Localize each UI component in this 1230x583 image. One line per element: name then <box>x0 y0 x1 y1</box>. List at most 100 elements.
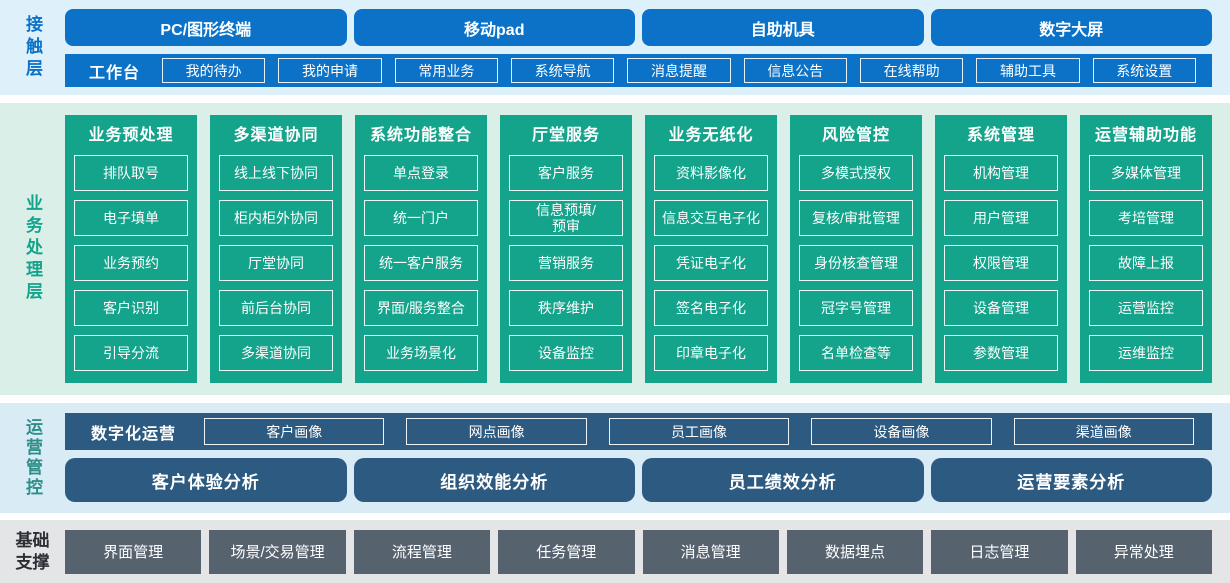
workbench-item: 信息公告 <box>743 58 847 83</box>
foundation-item: 异常处理 <box>1075 529 1212 574</box>
business-item: 营销服务 <box>509 245 623 282</box>
business-column-items: 多模式授权 复核/审批管理 身份核查管理 冠字号管理 名单检查等 <box>799 155 913 371</box>
business-item: 客户识别 <box>74 290 188 326</box>
analysis-box: 组织效能分析 <box>353 458 635 502</box>
business-column: 业务预处理 排队取号 电子填单 业务预约 客户识别 <box>65 115 197 383</box>
business-item: 前后台协同 <box>219 290 333 326</box>
workbench-bar: 工作台 我的待办 我的申请 常用业务 系统导航 消息提醒 信息公告 <box>65 54 1212 87</box>
contact-layer-gutter: 接触层 <box>0 0 65 95</box>
channel-row: PC/图形终端 移动pad 自助机具 数字大屏 <box>65 9 1212 46</box>
foundation-support-layer: 基础支撑 界面管理 场景/交易管理 流程管理 任务管理 消息管理 数据埋点 日志… <box>0 520 1230 583</box>
workbench-items: 我的待办 我的申请 常用业务 系统导航 消息提醒 信息公告 在线帮助 辅助工具 <box>162 58 1196 83</box>
foundation-layer-label: 基础支撑 <box>15 531 50 572</box>
business-column-title: 风险管控 <box>821 127 890 144</box>
portrait-item: 渠道画像 <box>1013 418 1194 445</box>
business-column-items: 线上线下协同 柜内柜外协同 厅堂协同 前后台协同 多渠道协同 <box>219 155 333 371</box>
business-item: 考培管理 <box>1089 200 1203 236</box>
digital-operation-bar: 数字化运营 客户画像 网点画像 员工画像 设备画像 渠道画像 <box>65 413 1212 450</box>
business-item: 身份核查管理 <box>799 245 913 281</box>
business-column-items: 资料影像化 信息交互电子化 凭证电子化 签名电子化 印章电子化 <box>654 155 768 371</box>
portrait-item: 网点画像 <box>406 418 587 445</box>
business-item: 印章电子化 <box>654 335 768 371</box>
workbench-item: 系统设置 <box>1092 58 1196 83</box>
workbench-item: 我的待办 <box>162 58 266 83</box>
business-item: 多媒体管理 <box>1089 155 1203 191</box>
business-item: 业务预约 <box>74 245 188 281</box>
workbench-item: 辅助工具 <box>976 58 1080 83</box>
business-item: 复核/审批管理 <box>799 200 913 236</box>
business-item: 冠字号管理 <box>799 290 913 326</box>
operation-layer-label: 运营管控 <box>23 418 42 498</box>
business-column: 多渠道协同 线上线下协同 柜内柜外协同 厅堂协同 前后台协同 <box>210 115 342 383</box>
portrait-item: 设备画像 <box>811 418 992 445</box>
workbench-label: 工作台 <box>89 64 141 82</box>
contact-layer-content: PC/图形终端 移动pad 自助机具 数字大屏 工作台 我的待办 我的申请 <box>65 0 1230 95</box>
business-item: 权限管理 <box>944 245 1058 281</box>
business-item: 统一门户 <box>364 200 478 236</box>
business-item: 签名电子化 <box>654 290 768 326</box>
business-processing-layer: 业务处理层 业务预处理 排队取号 电子填单 业务预 <box>0 103 1230 395</box>
business-item: 多渠道协同 <box>219 335 333 371</box>
business-column: 运营辅助功能 多媒体管理 考培管理 故障上报 运营监控 <box>1080 115 1212 383</box>
business-layer-gutter: 业务处理层 <box>0 103 65 395</box>
business-item: 厅堂协同 <box>219 245 333 281</box>
business-column-title: 运营辅助功能 <box>1094 127 1197 144</box>
business-item: 机构管理 <box>944 155 1058 191</box>
business-column-title: 业务无纸化 <box>668 127 754 144</box>
business-item: 客户服务 <box>509 155 623 191</box>
foundation-row: 界面管理 场景/交易管理 流程管理 任务管理 消息管理 数据埋点 日志管理 异常… <box>65 520 1212 583</box>
analysis-box: 客户体验分析 <box>65 458 347 502</box>
workbench-item: 常用业务 <box>394 58 498 83</box>
foundation-item: 流程管理 <box>353 529 491 574</box>
portrait-item: 员工画像 <box>608 418 790 445</box>
analysis-box: 员工绩效分析 <box>642 458 924 502</box>
business-item: 电子填单 <box>74 200 188 236</box>
business-item: 参数管理 <box>944 335 1058 371</box>
business-column-items: 客户服务 信息预填/ 预审 营销服务 秩序维护 设备监控 <box>509 155 623 371</box>
business-column: 系统功能整合 单点登录 统一门户 统一客户服务 界面/服务整合 <box>355 115 487 383</box>
business-item: 柜内柜外协同 <box>219 200 333 236</box>
foundation-item: 任务管理 <box>498 529 635 574</box>
business-layer-label: 业务处理层 <box>23 194 42 304</box>
business-item: 引导分流 <box>74 335 188 371</box>
business-column-items: 多媒体管理 考培管理 故障上报 运营监控 运维监控 <box>1089 155 1203 371</box>
business-item: 单点登录 <box>364 155 478 191</box>
operation-management-layer: 运营管控 数字化运营 客户画像 网点画像 员工画像 设备画像 渠道画像 <box>0 403 1230 513</box>
business-item: 设备监控 <box>509 335 623 371</box>
business-item: 运营监控 <box>1089 290 1203 326</box>
business-item: 界面/服务整合 <box>364 290 478 326</box>
business-item: 运维监控 <box>1089 335 1203 371</box>
channel-button: 自助机具 <box>642 9 924 46</box>
portrait-item: 客户画像 <box>204 418 385 445</box>
operation-layer-content: 数字化运营 客户画像 网点画像 员工画像 设备画像 渠道画像 <box>65 403 1230 513</box>
foundation-item: 日志管理 <box>931 529 1068 574</box>
business-column-title: 多渠道协同 <box>233 127 319 144</box>
business-column-title: 业务预处理 <box>88 127 174 144</box>
business-column: 系统管理 机构管理 用户管理 权限管理 设备管理 <box>935 115 1067 383</box>
foundation-item: 界面管理 <box>65 529 202 574</box>
foundation-item: 数据埋点 <box>786 529 924 574</box>
contact-layer: 接触层 PC/图形终端 移动pad 自助机具 数字大屏 工作台 我的待 <box>0 0 1230 95</box>
channel-button: PC/图形终端 <box>65 9 347 46</box>
contact-layer-label: 接触层 <box>23 14 42 81</box>
business-column: 风险管控 多模式授权 复核/审批管理 身份核查管理 冠字号管理 <box>790 115 922 383</box>
foundation-item: 消息管理 <box>642 529 779 574</box>
business-column-items: 单点登录 统一门户 统一客户服务 界面/服务整合 业务场景化 <box>364 155 478 371</box>
channel-button: 移动pad <box>353 9 635 46</box>
operation-layer-gutter: 运营管控 <box>0 403 65 513</box>
business-column-title: 系统管理 <box>966 127 1035 144</box>
foundation-item: 场景/交易管理 <box>209 529 346 574</box>
business-item: 信息预填/ 预审 <box>509 199 623 237</box>
business-layer-content: 业务预处理 排队取号 电子填单 业务预约 客户识别 <box>65 103 1230 395</box>
business-item: 排队取号 <box>74 155 188 191</box>
business-column-title: 系统功能整合 <box>369 127 472 144</box>
business-item: 信息交互电子化 <box>654 200 768 236</box>
business-item: 统一客户服务 <box>364 245 478 281</box>
workbench-item: 消息提醒 <box>627 58 731 83</box>
channel-button: 数字大屏 <box>930 9 1212 46</box>
business-column-title: 厅堂服务 <box>531 127 600 144</box>
workbench-item: 系统导航 <box>511 58 615 83</box>
business-columns: 业务预处理 排队取号 电子填单 业务预约 客户识别 <box>65 103 1212 395</box>
digital-operation-items: 客户画像 网点画像 员工画像 设备画像 渠道画像 <box>204 418 1194 445</box>
